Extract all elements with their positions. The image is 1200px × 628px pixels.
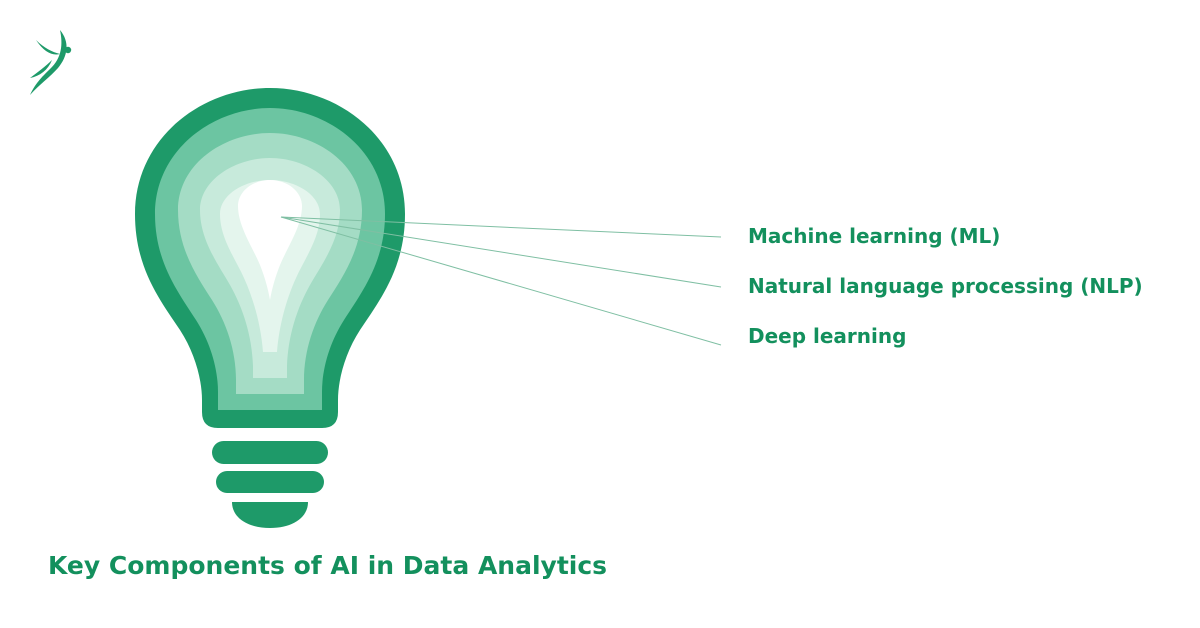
page-title: Key Components of AI in Data Analytics: [48, 551, 608, 580]
connector-line-ml: [280, 216, 722, 238]
bulb-base-ring-2: [216, 471, 324, 493]
bulb-base-cap: [232, 502, 308, 528]
connector-line-nlp: [280, 216, 722, 288]
connector-lines: [280, 216, 722, 346]
component-label-nlp: Natural language processing (NLP): [748, 274, 1143, 298]
bulb-core: [238, 180, 302, 300]
leaping-figure-logo-icon: [30, 30, 72, 95]
connector-line-deep-learning: [280, 216, 722, 346]
component-label-deep-learning: Deep learning: [748, 324, 907, 348]
bulb-base-ring-1: [212, 441, 328, 464]
component-label-machine-learning: Machine learning (ML): [748, 224, 1001, 248]
lightbulb-icon: [135, 88, 405, 528]
